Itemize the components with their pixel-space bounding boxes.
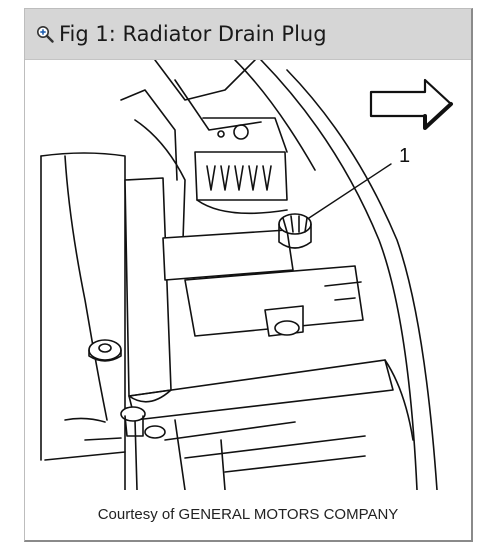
zoom-in-icon[interactable] bbox=[35, 24, 55, 44]
figure-panel: Fig 1: Radiator Drain Plug bbox=[24, 8, 473, 542]
direction-arrow-icon bbox=[369, 78, 453, 130]
figure-title: Fig 1: Radiator Drain Plug bbox=[59, 22, 327, 46]
figure-header: Fig 1: Radiator Drain Plug bbox=[25, 9, 471, 60]
callout-number: 1 bbox=[399, 145, 410, 167]
radiator-drain-plug-illustration[interactable]: 1 bbox=[25, 60, 471, 490]
figure-caption: Courtesy of GENERAL MOTORS COMPANY bbox=[97, 505, 399, 523]
